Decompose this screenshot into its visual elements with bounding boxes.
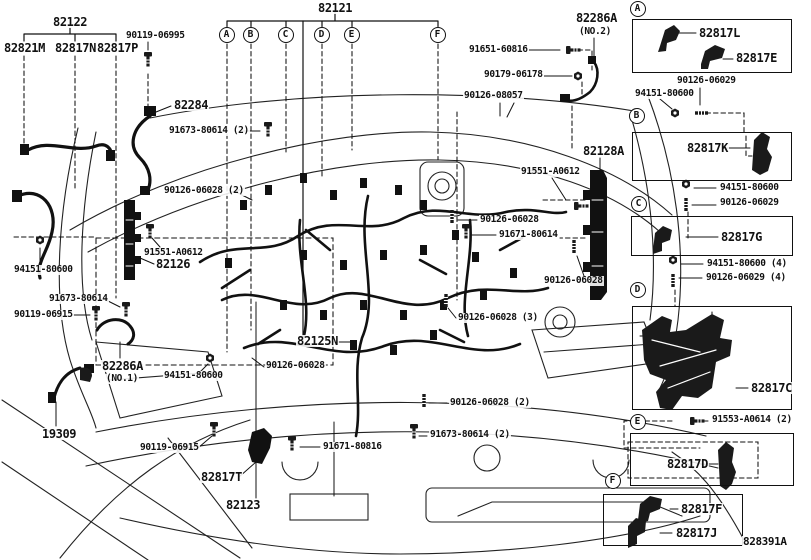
- callout-top-f: F: [429, 26, 446, 43]
- diagram-code: 828391A: [742, 535, 788, 548]
- part-label: 91671-80816: [322, 441, 383, 452]
- part-label: 90126-06028 (2): [163, 185, 245, 196]
- part-label: 91673-80614: [48, 293, 109, 304]
- part-label: 94151-80600: [13, 264, 74, 275]
- part-label: 82121: [317, 1, 354, 15]
- part-label: 82817P: [96, 41, 139, 55]
- part-label: 19309: [41, 427, 78, 441]
- part-label: 90126-08057: [463, 90, 524, 101]
- part-label: 82817T: [200, 470, 243, 484]
- part-label: 82122: [52, 15, 89, 29]
- part-label: 82286A: [575, 11, 618, 25]
- part-label: 82123: [225, 498, 262, 512]
- callout-top-d: D: [313, 26, 330, 43]
- callout-panel-b: B: [628, 107, 645, 124]
- detail-box-c: [631, 216, 793, 256]
- part-label: 91673-80614 (2): [168, 125, 250, 136]
- part-label: 91551-A0612: [143, 247, 204, 258]
- callout-top-e: E: [343, 26, 360, 43]
- callout-panel-f: F: [604, 472, 621, 489]
- part-label: 94151-80600: [719, 182, 780, 193]
- part-label: 82128A: [582, 144, 625, 158]
- detail-box-e: [630, 433, 794, 486]
- part-label: 82817N: [54, 41, 97, 55]
- detail-box-f: [603, 494, 743, 546]
- callout-panel-a: A: [629, 0, 646, 17]
- part-label: 90179-06178: [483, 69, 544, 80]
- part-label: 90126-06029 (4): [705, 272, 787, 283]
- part-label: 91553-A0614 (2): [711, 414, 793, 425]
- part-label: 82817L: [698, 26, 741, 40]
- part-label: 90119-06915: [13, 309, 74, 320]
- part-label: 90126-06028: [543, 275, 604, 286]
- part-label: 82817K: [686, 141, 729, 155]
- callout-top-b: B: [242, 26, 259, 43]
- part-label: 94151-80600: [163, 370, 224, 381]
- part-label: 91671-80614: [498, 229, 559, 240]
- connector-blocks: [12, 56, 607, 464]
- part-label: 90126-06028 (2): [449, 397, 531, 408]
- part-label: (NO.2): [578, 26, 612, 37]
- part-label: 90126-06028 (3): [457, 312, 539, 323]
- part-label: 90126-06028: [265, 360, 326, 371]
- part-label: 90126-06029: [719, 197, 780, 208]
- part-label: 90119-06915: [139, 442, 200, 453]
- part-label: 94151-80600: [634, 88, 695, 99]
- part-label: 82817E: [735, 51, 778, 65]
- part-label: 82286A: [101, 359, 144, 373]
- part-label: (NO.1): [105, 373, 139, 384]
- part-label: 82817D: [666, 457, 709, 471]
- bracket-lines: [23, 11, 439, 345]
- callout-panel-d: D: [629, 281, 646, 298]
- part-label: 82817G: [720, 230, 763, 244]
- part-label: 90119-06995: [125, 30, 186, 41]
- part-label: 82821M: [3, 41, 46, 55]
- part-label: 82125N: [296, 334, 339, 348]
- detail-box-a: [632, 19, 792, 73]
- detail-box-d: [632, 306, 792, 410]
- detail-box-b: [632, 132, 792, 181]
- part-label: 91673-80614 (2): [429, 429, 511, 440]
- part-label: 82817J: [675, 526, 718, 540]
- part-label: 90126-06029: [676, 75, 737, 86]
- callout-panel-e: E: [629, 413, 646, 430]
- callout-panel-c: C: [630, 195, 647, 212]
- callout-top-a: A: [218, 26, 235, 43]
- panel-part-shapes: [80, 25, 772, 548]
- part-label: 94151-80600 (4): [706, 258, 788, 269]
- part-label: 90126-06028: [479, 214, 540, 225]
- part-label: 82817C: [750, 381, 793, 395]
- wiring-harness-art: [16, 60, 599, 438]
- callout-top-c: C: [277, 26, 294, 43]
- part-label: 82817F: [680, 502, 723, 516]
- part-label: 91651-60816: [468, 44, 529, 55]
- part-label: 82284: [173, 98, 210, 112]
- part-label: 82126: [155, 257, 192, 271]
- part-label: 91551-A0612: [520, 166, 581, 177]
